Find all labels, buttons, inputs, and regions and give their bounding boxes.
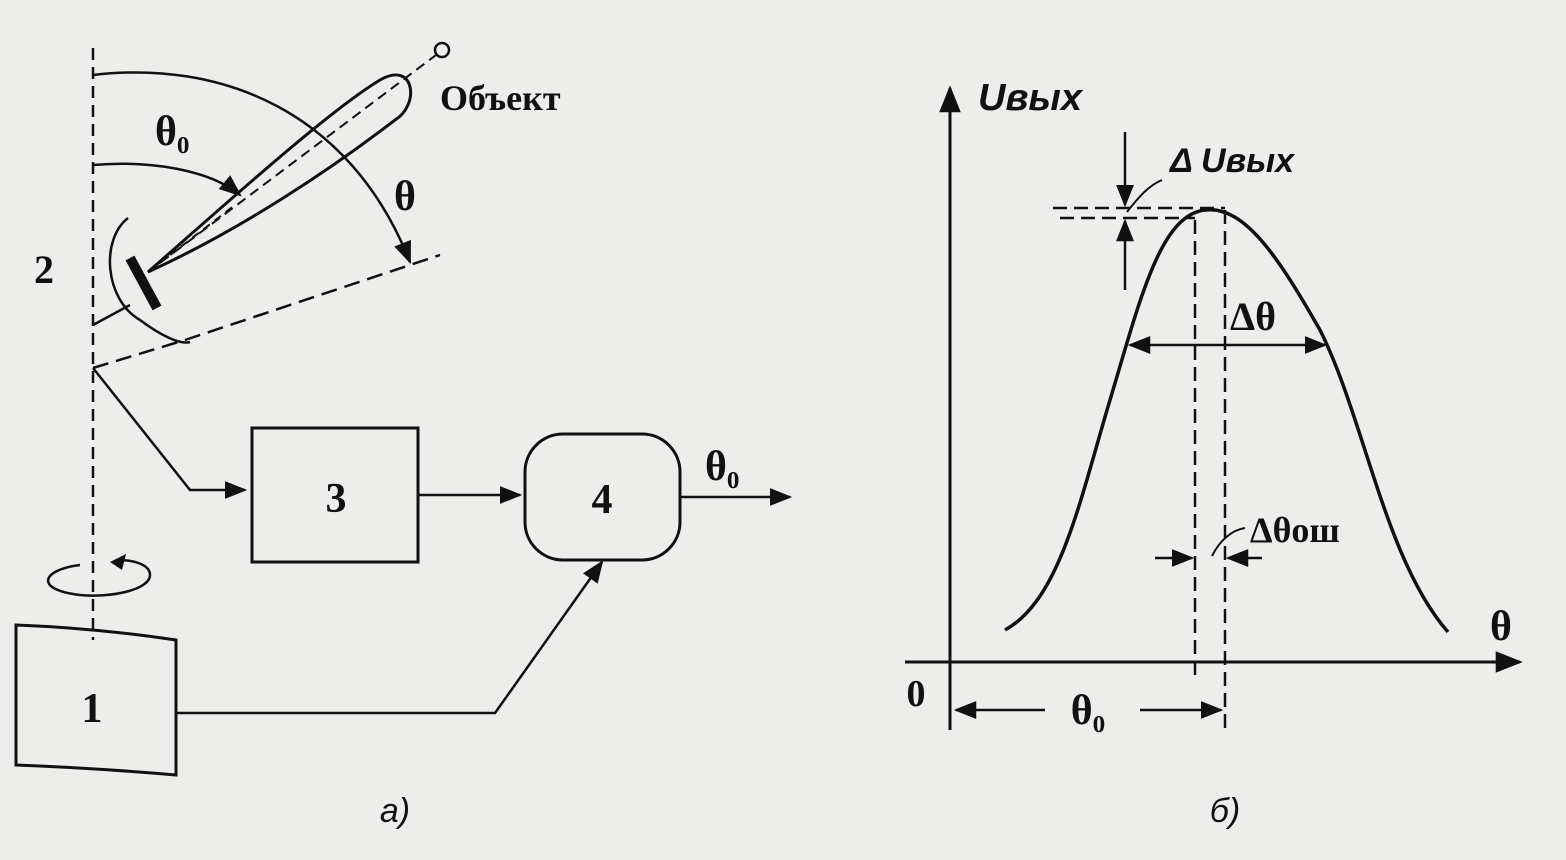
angle-theta0-label: θ₀ xyxy=(155,109,190,155)
antenna-mount xyxy=(108,217,191,344)
rotation-arrow-icon xyxy=(46,554,152,597)
angle-arc-theta xyxy=(92,71,412,265)
caption-a: а) xyxy=(380,792,410,830)
object-label: Объект xyxy=(440,78,561,118)
connector-1-to-4 xyxy=(176,560,604,715)
panel-a: 1 2 Объект θ₀ θ 3 4 xyxy=(14,41,793,830)
theta0-label: θ₀ xyxy=(1071,688,1106,734)
delta-u-label: Δ Uвых xyxy=(1168,142,1296,180)
antenna-arm xyxy=(92,303,131,327)
block-1-label: 1 xyxy=(82,686,103,732)
block-3-label: 3 xyxy=(326,476,347,522)
angle-theta-label: θ xyxy=(394,174,416,220)
object-marker xyxy=(433,41,451,59)
scan-line-upper xyxy=(184,253,441,342)
x-axis-label: θ xyxy=(1490,604,1512,650)
beam-axis xyxy=(147,51,441,273)
beam-lobe xyxy=(147,73,412,274)
delta-u-leader xyxy=(1126,179,1163,213)
delta-theta-err-label: Δθош xyxy=(1250,510,1340,550)
delta-theta-label: Δθ xyxy=(1230,294,1276,339)
block-1 xyxy=(14,623,178,777)
output-label: θ₀ xyxy=(705,444,740,490)
response-curve xyxy=(1004,208,1450,634)
caption-b: б) xyxy=(1210,792,1240,830)
block-4-label: 4 xyxy=(592,477,613,523)
origin-label: 0 xyxy=(907,673,926,715)
antenna-element xyxy=(125,255,162,311)
y-axis-label: Uвых xyxy=(978,77,1084,119)
connector-antenna-to-3 xyxy=(92,367,248,499)
scan-line-lower xyxy=(92,338,186,370)
angle-arc-theta0 xyxy=(92,162,242,197)
panel-b: Uвых θ 0 Δ Uвых Δθ Δθош θ₀ б) xyxy=(905,77,1523,830)
beam-axis-inner xyxy=(147,204,236,273)
delta-theta-err-leader xyxy=(1211,527,1246,557)
antenna-label: 2 xyxy=(34,247,54,292)
